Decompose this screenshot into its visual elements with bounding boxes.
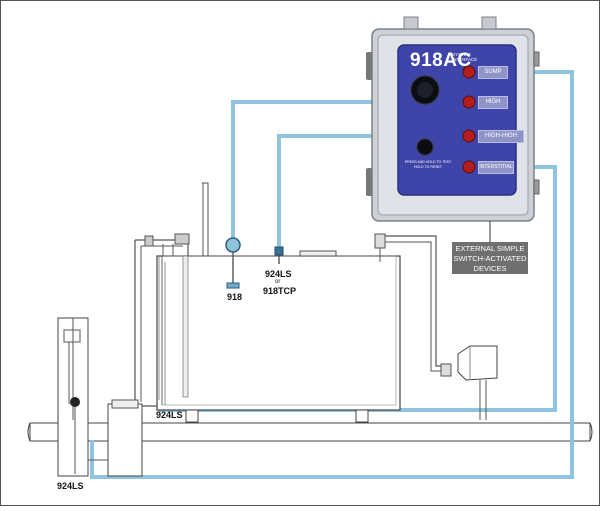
panel-title: 918AC (410, 50, 472, 71)
label-918: 918 (227, 292, 243, 302)
panel-subtitle: SYSTEM INTERFACE (452, 52, 478, 62)
indicator-label-high-high: HIGH-HIGH (478, 130, 524, 143)
ground (27, 422, 593, 442)
wire-sump (90, 70, 574, 479)
gauge-918 (225, 237, 241, 289)
sensor-924ls (274, 246, 284, 264)
test-button-icon (416, 138, 434, 156)
interstitial-lamp-icon (462, 160, 476, 174)
external-devices-box: EXTERNAL SIMPLE SWITCH-ACTIVATED DEVICES (452, 242, 528, 274)
indicator-label-high: HIGH (478, 96, 508, 109)
label-924ls-sump: 924LS (57, 481, 84, 491)
storage-tank (134, 182, 451, 423)
label-924ls-interstitial: 924LS (156, 410, 183, 420)
sump (57, 317, 143, 477)
high-high-lamp-icon (462, 129, 476, 143)
label-or: or (275, 279, 281, 285)
label-918tcp: 918TCP (263, 286, 297, 296)
indicator-label-sump: SUMP (478, 66, 508, 79)
high-lamp-icon (462, 95, 476, 109)
label-924ls-top: 924LS (265, 269, 292, 279)
press-to-test-text: PRESS AND HOLD TO TEST HOLD TO RESET (404, 160, 452, 169)
pump-unit (440, 345, 498, 420)
sump-lamp-icon (462, 65, 476, 79)
indicator-label-interstitial: INTERSTITIAL (478, 161, 514, 174)
